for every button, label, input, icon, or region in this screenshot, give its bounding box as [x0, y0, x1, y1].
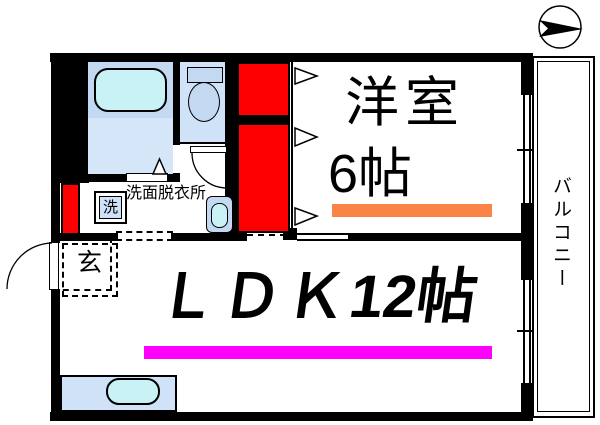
kitchen-sink [106, 378, 160, 405]
wall-segment-right-2 [521, 203, 533, 280]
western-room-label: 洋室 [345, 73, 465, 133]
balcony-inner-rail [537, 61, 590, 412]
toilet-tank [187, 67, 223, 83]
wall-under-bath-right [166, 173, 180, 182]
western-room-underline [332, 204, 492, 217]
entrance-door-arc [6, 242, 53, 290]
washer-label: 洗 [102, 199, 118, 216]
sliding-door-line [297, 239, 348, 241]
entrance-label: 玄 [77, 249, 103, 277]
wall-room-divider [348, 233, 533, 241]
wall-bath-toilet [172, 53, 180, 145]
washer-box-inner: 洗 [99, 196, 122, 219]
ldk-name: ＬＤＫ [153, 263, 355, 330]
red-closet-lower [237, 123, 290, 233]
hall-ldk-dashed-line [247, 234, 297, 236]
entrance-door-leaf [49, 242, 59, 290]
balcony-outer-rail [532, 56, 595, 418]
bathtub [94, 68, 167, 112]
toilet-door-arc [191, 152, 228, 189]
balcony-label: バルコニー [550, 176, 571, 291]
window-center-tick [517, 330, 536, 332]
doorway-dashed-opening [116, 231, 173, 241]
wall-segment-left-lower [51, 289, 60, 421]
wall-under-bath-left [88, 173, 128, 182]
wall-segment-top [50, 53, 533, 62]
thick-wall-block [51, 53, 89, 183]
wall-toilet-closet [225, 53, 237, 241]
bath-floor [88, 118, 173, 174]
wall-segment-bottom [50, 412, 533, 421]
wall-segment-right-1 [521, 53, 533, 95]
wall-segment-right-3 [521, 383, 533, 421]
toilet-door-leaf [190, 146, 227, 153]
ldk-size: 12帖 [345, 263, 482, 330]
entrance-step-dashed [62, 243, 118, 297]
red-closet-upper [237, 62, 290, 117]
wall-hall-mid [173, 233, 247, 241]
ldk-label: ＬＤＫ12帖 [153, 263, 481, 330]
red-shoe-cabinet [61, 183, 80, 235]
compass-icon [538, 5, 583, 49]
washroom-label: 洗面脱衣所 [126, 185, 207, 202]
western-room-size: 6帖 [328, 144, 413, 204]
washbasin-bowl [211, 203, 228, 228]
window-center-tick [517, 149, 536, 151]
closet-front-line [291, 62, 293, 233]
toilet-bowl [188, 82, 220, 122]
closet-door-triangle-icon [294, 126, 319, 148]
closet-door-triangle-icon [294, 206, 320, 227]
closet-door-triangle-icon [294, 66, 320, 86]
wall-closet-divider [237, 117, 290, 123]
bath-sliding-door-gap [126, 173, 168, 182]
sliding-door-line [297, 233, 348, 235]
ldk-underline [144, 346, 492, 359]
